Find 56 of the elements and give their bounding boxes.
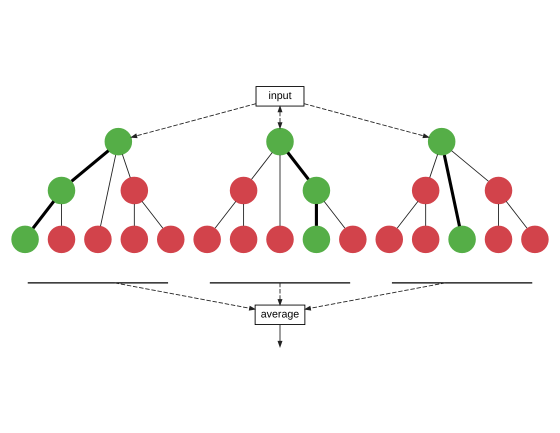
node-circle bbox=[412, 225, 440, 253]
node-circle bbox=[193, 225, 221, 253]
connector bbox=[243, 203, 244, 226]
node-circle bbox=[48, 176, 76, 204]
arrow bbox=[278, 104, 282, 129]
node-circle bbox=[412, 176, 440, 204]
node-circle bbox=[48, 225, 76, 253]
connector bbox=[451, 150, 489, 182]
connector bbox=[100, 154, 116, 226]
arrow bbox=[114, 282, 256, 310]
node-circle bbox=[484, 176, 512, 204]
node-circle bbox=[84, 225, 112, 253]
connector bbox=[396, 200, 418, 228]
node-circle bbox=[266, 225, 294, 253]
node-circle bbox=[266, 127, 294, 155]
connector bbox=[286, 151, 310, 180]
node-circle bbox=[120, 176, 148, 204]
node-circle bbox=[230, 225, 258, 253]
node-brace bbox=[210, 282, 350, 284]
arrow bbox=[278, 282, 282, 306]
connector bbox=[425, 203, 426, 226]
node-circle bbox=[156, 225, 185, 253]
arrow bbox=[304, 102, 430, 138]
connector bbox=[134, 203, 135, 226]
node-box: input bbox=[256, 86, 304, 106]
node-circle bbox=[428, 127, 456, 155]
connector bbox=[142, 200, 164, 228]
node-brace bbox=[392, 282, 532, 284]
node-circle bbox=[230, 176, 258, 204]
node-circle bbox=[11, 225, 39, 253]
connector bbox=[32, 200, 55, 229]
connector bbox=[122, 153, 131, 178]
connector bbox=[429, 153, 438, 178]
node-circle bbox=[521, 225, 549, 253]
node-brace bbox=[28, 282, 168, 284]
arrow bbox=[304, 282, 446, 310]
arrow bbox=[278, 324, 282, 348]
node-circle bbox=[339, 225, 367, 253]
connector bbox=[61, 203, 62, 226]
node-circle bbox=[302, 176, 330, 204]
connector bbox=[498, 203, 499, 226]
connector bbox=[324, 200, 346, 228]
node-circle bbox=[120, 225, 148, 253]
connector bbox=[314, 203, 318, 226]
node-circle bbox=[302, 225, 330, 253]
node-box: average bbox=[254, 304, 306, 325]
node-circle bbox=[375, 225, 404, 253]
arrow bbox=[130, 102, 256, 138]
connector bbox=[214, 200, 236, 228]
connector bbox=[70, 149, 110, 182]
connector bbox=[251, 152, 273, 180]
node-circle bbox=[104, 127, 132, 155]
connector bbox=[506, 200, 528, 228]
node-circle bbox=[484, 225, 512, 253]
connector bbox=[442, 154, 461, 226]
node-circle bbox=[448, 225, 476, 253]
